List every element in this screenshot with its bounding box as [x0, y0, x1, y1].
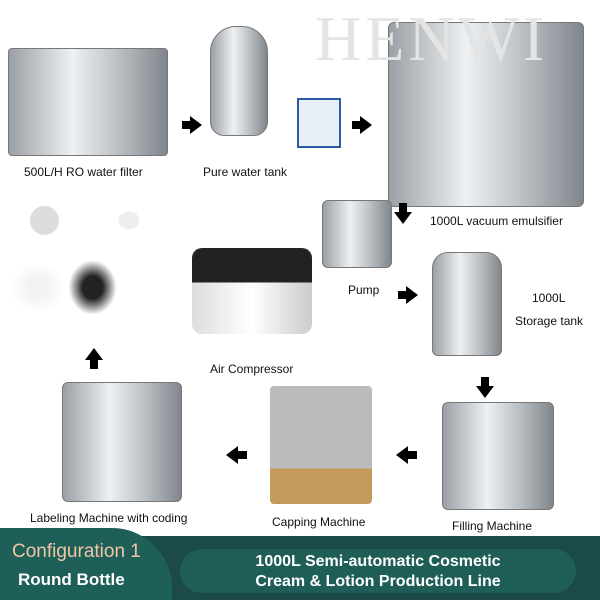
transfer-unit-image	[297, 98, 341, 148]
labeling-machine-image	[62, 382, 182, 502]
bottle-type-label: Round Bottle	[18, 570, 125, 589]
air-compressor-image	[192, 248, 312, 334]
pure-water-tank-label: Pure water tank	[203, 165, 288, 179]
arrow-right-icon	[398, 286, 418, 304]
arrow-right-icon	[182, 116, 202, 134]
configuration-label: Configuration 1	[12, 541, 141, 562]
arrow-left-icon	[226, 446, 247, 464]
storage-tank-image	[432, 252, 502, 356]
arrow-up-icon	[85, 348, 103, 369]
pure-water-tank-image	[210, 26, 268, 136]
ro-water-filter-image	[8, 48, 168, 156]
pump-label: Pump	[348, 283, 380, 297]
production-line-title: 1000L Semi-automatic Cosmetic Cream & Lo…	[180, 549, 576, 593]
filling-machine-image	[442, 402, 554, 510]
capping-machine-label: Capping Machine	[272, 515, 366, 529]
storage-tank-capacity: 1000L	[532, 291, 566, 305]
title-line-2: Cream & Lotion Production Line	[255, 573, 501, 590]
vacuum-emulsifier-image	[388, 22, 584, 207]
ro-filter-label: 500L/H RO water filter	[24, 165, 143, 179]
pump-image	[322, 200, 392, 268]
storage-tank-label: Storage tank	[515, 314, 584, 328]
arrow-right-icon	[352, 116, 372, 134]
configuration-tab	[0, 528, 172, 600]
filling-machine-label: Filling Machine	[452, 519, 533, 533]
air-compressor-label: Air Compressor	[210, 362, 294, 376]
arrow-left-icon	[396, 446, 417, 464]
bottles-image	[12, 196, 142, 318]
emulsifier-label: 1000L vacuum emulsifier	[430, 214, 563, 228]
capping-machine-image	[270, 386, 372, 504]
arrow-down-icon	[394, 203, 412, 224]
arrow-down-icon	[476, 377, 494, 398]
labeling-machine-label: Labeling Machine with coding	[30, 511, 188, 525]
title-line-1: 1000L Semi-automatic Cosmetic	[255, 553, 501, 570]
